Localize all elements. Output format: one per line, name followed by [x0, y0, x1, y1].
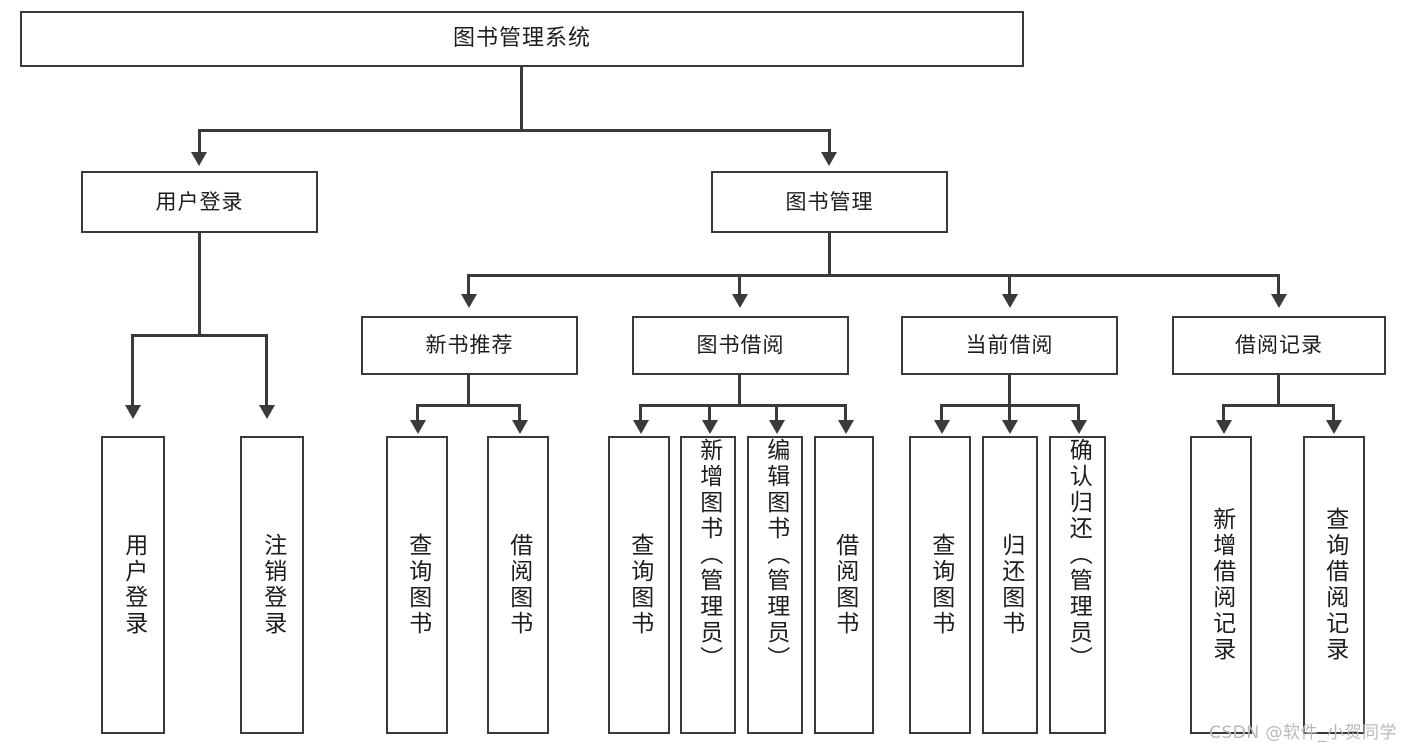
arrow-to-book-mgmt: [821, 152, 837, 166]
arrow-borrow-leaf-1: [633, 420, 649, 434]
arrow-current-leaf-1: [934, 420, 950, 434]
connector-borrow-drop-3: [775, 404, 778, 421]
connector-bookmgmt-stem: [828, 232, 831, 277]
connector-borrow-drop-2: [708, 404, 711, 421]
node-label: 当前借阅: [965, 333, 1054, 358]
leaf-new-book-query[interactable]: 查询图书: [386, 436, 448, 734]
connector-newbook-drop-2: [518, 404, 521, 421]
leaf-borrow-edit-book-admin[interactable]: 编辑图书（管理员）: [747, 436, 803, 734]
connector-borrow-stem: [738, 375, 741, 405]
connector-records-drop-2: [1332, 404, 1335, 421]
node-label: 查询图书: [404, 533, 431, 637]
connector-borrow-bus: [639, 404, 847, 407]
arrow-to-book-borrow: [732, 294, 748, 308]
connector-bookmgmt-drop-4: [1277, 274, 1280, 295]
node-label: 新书推荐: [425, 333, 514, 358]
node-label: 用户登录: [155, 189, 244, 214]
node-borrow-records[interactable]: 借阅记录: [1172, 316, 1386, 375]
node-label: 编辑图书（管理员）: [762, 438, 789, 672]
arrow-borrow-leaf-3: [769, 420, 785, 434]
connector-borrow-drop-4: [844, 404, 847, 421]
leaf-current-confirm-return-admin[interactable]: 确认归还（管理员）: [1049, 436, 1106, 734]
connector-records-drop-1: [1222, 404, 1225, 421]
node-label: 图书借阅: [696, 333, 785, 358]
connector-root-bus: [198, 129, 831, 132]
node-label: 注销登录: [259, 533, 286, 637]
leaf-records-query-record[interactable]: 查询借阅记录: [1303, 436, 1365, 734]
arrow-current-leaf-3: [1071, 420, 1087, 434]
node-label: 确认归还（管理员）: [1065, 438, 1092, 672]
watermark-text: CSDN @软件_小贺同学: [1209, 723, 1397, 743]
leaf-current-query-book[interactable]: 查询图书: [909, 436, 971, 734]
connector-records-stem: [1277, 375, 1280, 405]
leaf-logout[interactable]: 注销登录: [240, 436, 304, 734]
connector-newbook-stem: [467, 375, 470, 405]
node-label: 借阅图书: [831, 533, 858, 637]
connector-current-drop-3: [1077, 404, 1080, 421]
node-label: 用户登录: [120, 533, 147, 637]
arrow-userlogin-leaf-2: [259, 405, 275, 419]
node-label: 图书管理系统: [452, 26, 591, 52]
leaf-records-add-record[interactable]: 新增借阅记录: [1190, 436, 1252, 734]
connector-userlogin-bus: [131, 334, 268, 337]
leaf-borrow-query-book[interactable]: 查询图书: [608, 436, 670, 734]
arrow-borrow-leaf-2: [702, 420, 718, 434]
node-current-borrow[interactable]: 当前借阅: [901, 316, 1118, 375]
node-root-book-management-system[interactable]: 图书管理系统: [20, 11, 1024, 67]
node-user-login[interactable]: 用户登录: [81, 171, 318, 233]
arrow-newbook-leaf-1: [410, 420, 426, 434]
leaf-borrow-borrow-book[interactable]: 借阅图书: [814, 436, 874, 734]
connector-bookmgmt-drop-3: [1008, 274, 1011, 295]
connector-bookmgmt-drop-1: [467, 274, 470, 295]
node-label: 新增图书（管理员）: [695, 438, 722, 672]
node-label: 图书管理: [785, 189, 874, 214]
leaf-user-login[interactable]: 用户登录: [101, 436, 165, 734]
arrow-userlogin-leaf-1: [125, 405, 141, 419]
arrow-current-leaf-2: [1002, 420, 1018, 434]
leaf-new-book-borrow[interactable]: 借阅图书: [487, 436, 549, 734]
connector-root-drop-2: [828, 129, 831, 153]
connector-current-drop-1: [940, 404, 943, 421]
arrow-to-borrow-records: [1271, 294, 1287, 308]
connector-root-drop-1: [198, 129, 201, 153]
node-book-management[interactable]: 图书管理: [711, 171, 948, 233]
arrow-to-user-login: [191, 152, 207, 166]
arrow-to-current-borrow: [1002, 294, 1018, 308]
connector-userlogin-drop-2: [265, 334, 268, 406]
connector-bookmgmt-bus: [467, 274, 1280, 277]
connector-root-stem: [520, 66, 523, 130]
leaf-borrow-add-book-admin[interactable]: 新增图书（管理员）: [680, 436, 736, 734]
connector-bookmgmt-drop-2: [738, 274, 741, 295]
node-label: 借阅图书: [505, 533, 532, 637]
connector-userlogin-drop-1: [131, 334, 134, 406]
node-label: 归还图书: [997, 533, 1024, 637]
connector-userlogin-stem: [198, 232, 201, 337]
connector-newbook-drop-1: [416, 404, 419, 421]
arrow-to-new-book: [461, 294, 477, 308]
node-label: 查询借阅记录: [1321, 507, 1348, 663]
node-label: 新增借阅记录: [1208, 507, 1235, 663]
leaf-current-return-book[interactable]: 归还图书: [982, 436, 1038, 734]
connector-newbook-bus: [416, 404, 521, 407]
connector-current-stem: [1008, 375, 1011, 405]
node-new-book-recommend[interactable]: 新书推荐: [361, 316, 578, 375]
arrow-borrow-leaf-4: [838, 420, 854, 434]
node-label: 查询图书: [927, 533, 954, 637]
connector-borrow-drop-1: [639, 404, 642, 421]
node-book-borrow[interactable]: 图书借阅: [632, 316, 849, 375]
connector-current-drop-2: [1008, 404, 1011, 421]
arrow-records-leaf-1: [1216, 420, 1232, 434]
arrow-newbook-leaf-2: [512, 420, 528, 434]
connector-records-bus: [1222, 404, 1335, 407]
arrow-records-leaf-2: [1326, 420, 1342, 434]
node-label: 查询图书: [626, 533, 653, 637]
node-label: 借阅记录: [1235, 333, 1323, 358]
